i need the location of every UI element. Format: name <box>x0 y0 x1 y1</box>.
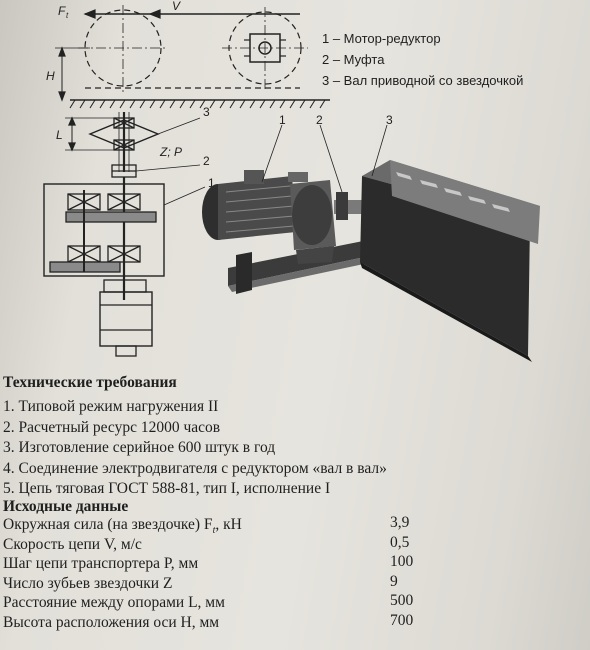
requirements-list: 1. Типовой режим нагружения II 2. Расчет… <box>3 397 387 500</box>
speed-label: V <box>172 0 181 13</box>
length-label: L <box>56 128 63 142</box>
sprocket-label: Z; P <box>159 145 182 159</box>
scheme-callout-3: 3 <box>203 105 210 119</box>
data-value: 500 <box>390 592 414 609</box>
data-label: Скорость цепи V, м/с <box>3 535 142 553</box>
requirements-title: Технические требования <box>3 374 177 391</box>
requirement-item: 4. Соединение электродвигателя с редукто… <box>3 459 387 477</box>
requirement-item: 3. Изготовление серийное 600 штук в год <box>3 439 276 456</box>
data-label: Шаг цепи транспортера P, мм <box>3 555 199 572</box>
data-value: 3,9 <box>390 514 410 531</box>
legend-item-1: 1 – Мотор-редуктор <box>322 31 441 46</box>
data-row: Число зубьев звездочки Z 9 <box>3 572 423 595</box>
photo-callout-1: 1 <box>279 113 286 127</box>
legend-item-2: 2 – Муфта <box>322 52 385 67</box>
conveyor-scheme <box>55 5 330 109</box>
photo-callout-2: 2 <box>316 113 323 127</box>
data-label: Окружная сила (на звездочке) Ft, кН <box>3 516 242 537</box>
legend: 1 – Мотор-редуктор 2 – Муфта 3 – Вал при… <box>322 28 523 91</box>
data-row: Скорость цепи V, м/с 0,5 <box>3 533 423 556</box>
data-label: Высота расположения оси H, мм <box>3 613 220 631</box>
input-data-table: Окружная сила (на звездочке) Ft, кН 3,9 … <box>3 514 423 634</box>
scheme-callout-2: 2 <box>203 154 210 168</box>
legend-item-3: 3 – Вал приводной со звездочкой <box>322 73 524 88</box>
requirement-item: 1. Типовой режим нагружения II <box>3 398 219 415</box>
input-data-title: Исходные данные <box>3 498 129 515</box>
height-label: H <box>46 69 55 83</box>
data-row: Высота расположения оси H, мм 700 <box>3 611 423 634</box>
requirement-item: 2. Расчетный ресурс 12000 часов <box>3 418 221 436</box>
data-row: Окружная сила (на звездочке) Ft, кН 3,9 <box>3 514 423 537</box>
requirement-item: 5. Цепь тяговая ГОСТ 588-81, тип I, испо… <box>3 480 331 497</box>
data-value: 700 <box>390 611 414 629</box>
data-row: Шаг цепи транспортера P, мм 100 <box>3 553 423 575</box>
force-label: F <box>58 4 66 18</box>
photo-callout-3: 3 <box>386 113 393 127</box>
data-value: 9 <box>390 572 398 590</box>
data-value: 100 <box>390 553 414 570</box>
scheme-callout-1: 1 <box>208 176 215 190</box>
force-label-sub: t <box>66 11 69 20</box>
data-label: Число зубьев звездочки Z <box>3 574 173 592</box>
data-value: 0,5 <box>390 533 410 551</box>
drive-scheme-diagram: F t V H <box>43 0 540 362</box>
data-label: Расстояние между опорами L, мм <box>3 594 225 611</box>
kinematic-scheme <box>43 112 206 357</box>
data-row: Расстояние между опорами L, мм 500 <box>3 592 423 614</box>
drive-photo <box>202 124 540 362</box>
